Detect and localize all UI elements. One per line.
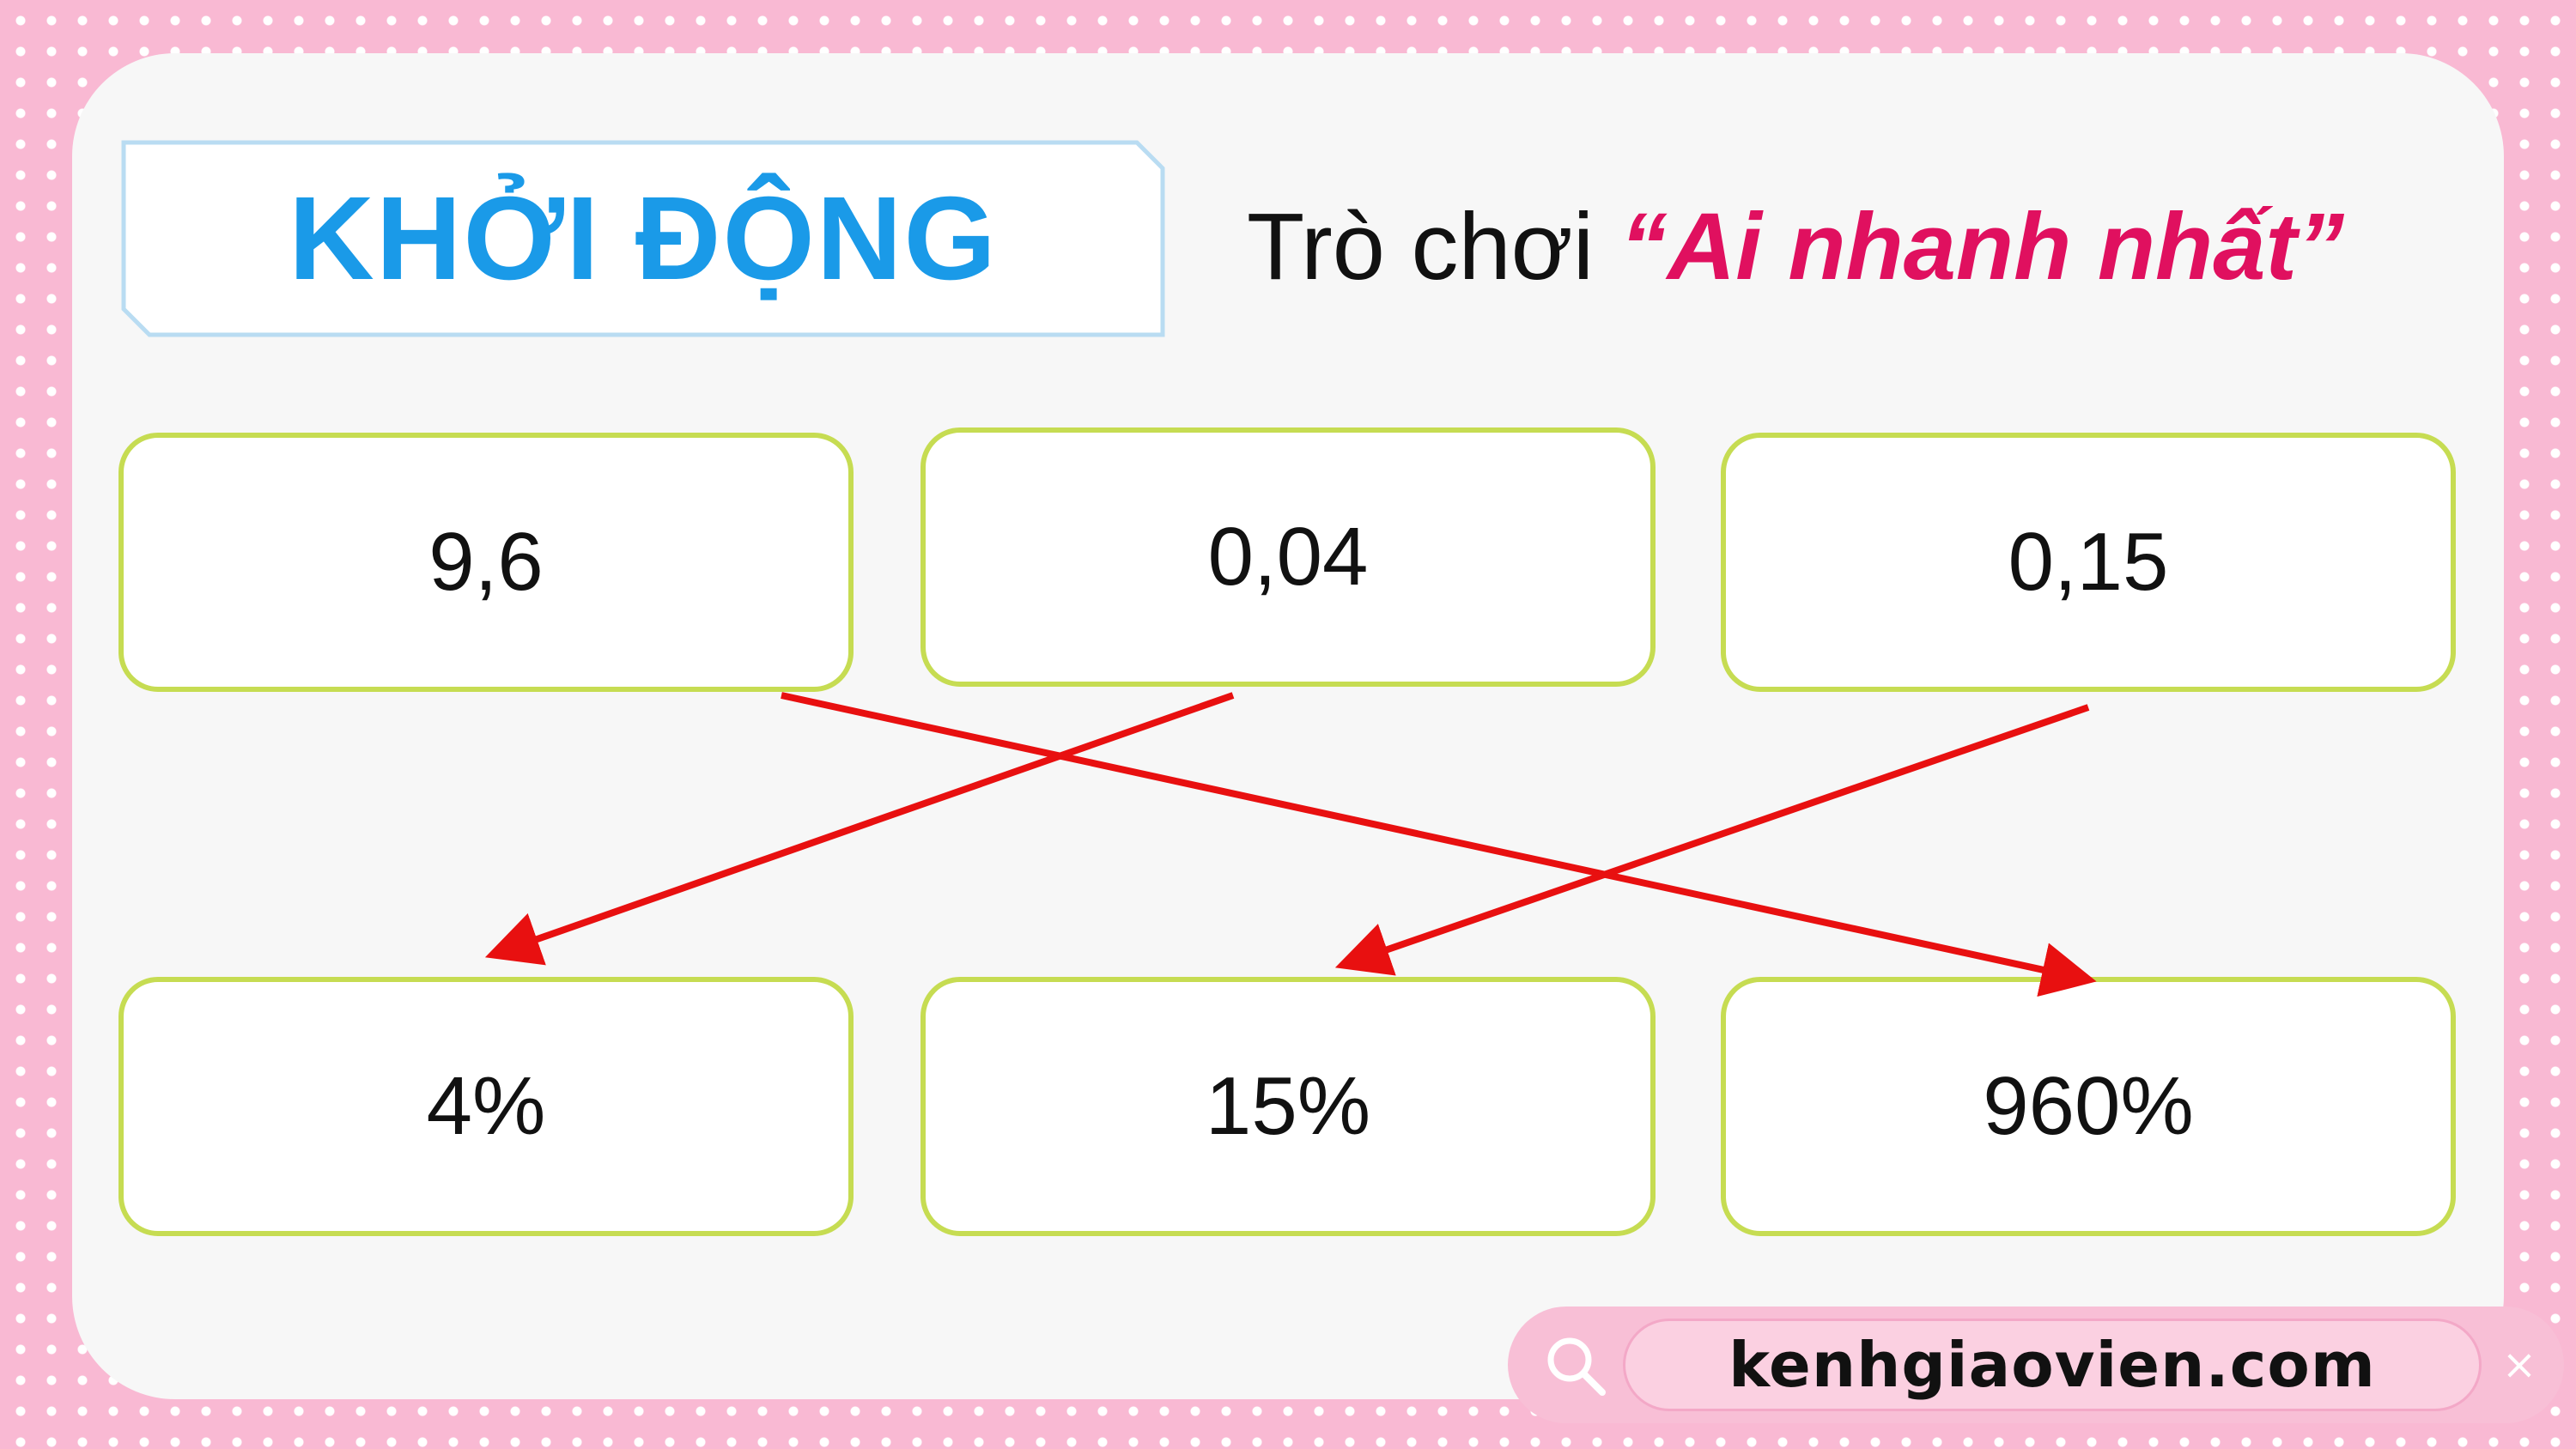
top-card-decimal[interactable]: 9,6 [118,433,854,692]
subtitle-close-quote: ” [2297,194,2345,300]
page-title: KHỞI ĐỘNG [289,172,998,305]
top-card-decimal[interactable]: 0,15 [1721,433,2456,692]
title-banner: KHỞI ĐỘNG [120,139,1166,338]
search-bar: kenhgiaovien.com × [1508,1307,2564,1423]
bottom-card-percent[interactable]: 960% [1721,977,2456,1236]
search-input[interactable]: kenhgiaovien.com [1623,1319,2482,1411]
close-icon[interactable]: × [2501,1341,2537,1389]
game-name: Ai nhanh nhất [1667,194,2298,300]
game-subtitle: Trò chơi “Ai nhanh nhất” [1247,187,2344,307]
bottom-card-percent[interactable]: 15% [920,977,1656,1236]
search-query: kenhgiaovien.com [1728,1329,2376,1401]
search-icon[interactable] [1542,1332,1611,1401]
top-card-decimal[interactable]: 0,04 [920,427,1656,687]
bottom-card-percent[interactable]: 4% [118,977,854,1236]
subtitle-prefix: Trò chơi [1247,194,1620,300]
subtitle-open-quote: “ [1619,194,1668,300]
